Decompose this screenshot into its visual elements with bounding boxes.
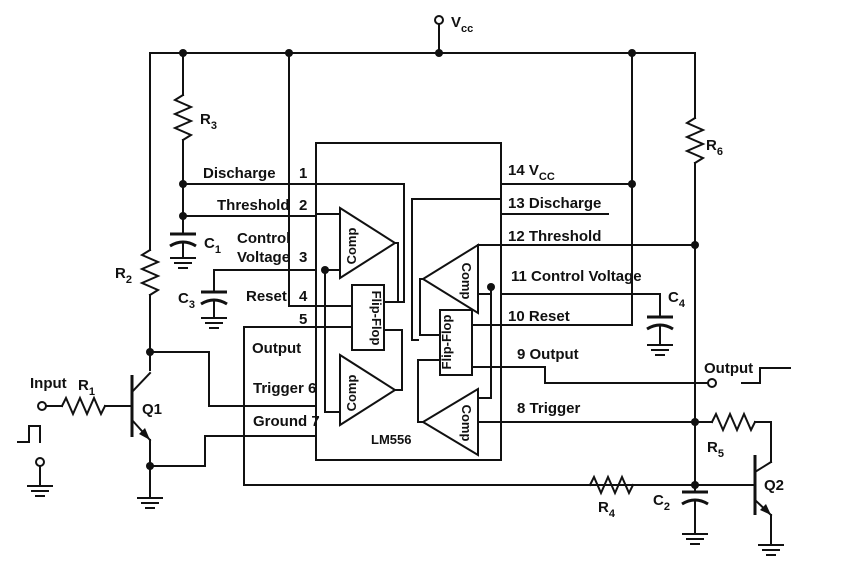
pin7-label: Ground 7	[253, 413, 320, 430]
input-label: Input	[30, 375, 67, 392]
flipflop-right	[439, 309, 473, 376]
transistor-q1	[130, 371, 152, 467]
pin3-name-line1: Control	[237, 230, 290, 247]
q1-label: Q1	[142, 401, 162, 418]
input-ground-terminal	[35, 457, 45, 467]
pin4-name: Reset	[246, 288, 287, 305]
resistor-r3	[172, 93, 194, 142]
r6-label: R6	[706, 137, 723, 158]
comparator-threshold-left	[339, 206, 397, 280]
lm556-ic: LM556 Comp Comp Flip-Flop Comp Comp	[315, 142, 502, 461]
resistor-r1	[60, 395, 107, 417]
pin5-number: 5	[299, 311, 307, 328]
resistor-r4	[588, 474, 635, 496]
svg-text:Comp: Comp	[344, 228, 359, 265]
r2-label: R2	[115, 265, 132, 286]
output-label: Output	[704, 360, 753, 377]
c1-label: C1	[204, 235, 221, 256]
c2-label: C2	[653, 492, 670, 513]
transistor-q2	[753, 455, 773, 546]
comparator-threshold-right	[421, 243, 479, 315]
svg-text:Comp: Comp	[459, 405, 474, 442]
pin5-name: Output	[252, 340, 301, 357]
timer-right: Comp Comp Flip-Flop	[411, 198, 502, 457]
capacitor-c2	[681, 490, 709, 545]
pin2-name: Threshold	[217, 197, 290, 214]
output-step-waveform	[741, 367, 791, 384]
pin1-number: 1	[299, 165, 307, 182]
c3-label: C3	[178, 290, 195, 311]
q2-label: Q2	[764, 477, 784, 494]
ground-q1	[137, 465, 163, 509]
pin6-label: Trigger 6	[253, 380, 316, 397]
resistor-r5	[710, 411, 757, 433]
capacitor-c1	[169, 232, 197, 269]
pin10-label: 10 Reset	[508, 308, 570, 325]
pin3-name-line2: Voltage	[237, 249, 290, 266]
pin3-number: 3	[299, 249, 307, 266]
pin11-label: 11 Control Voltage	[511, 268, 642, 285]
pin2-number: 2	[299, 197, 307, 214]
svg-text:Flip-Flop: Flip-Flop	[369, 291, 384, 346]
ground-q2	[758, 544, 784, 556]
svg-text:Flip-Flop: Flip-Flop	[439, 315, 454, 370]
capacitor-c4	[646, 315, 674, 356]
pin14-label: 14 VCC	[508, 162, 555, 183]
ic-body	[315, 142, 502, 461]
vcc-terminal	[434, 15, 444, 25]
pin9-label: 9 Output	[517, 346, 579, 363]
pin12-label: 12 Threshold	[508, 228, 601, 245]
ground-input	[27, 465, 53, 497]
input-pulse-waveform	[17, 425, 41, 443]
right-external-network: R6 C4 Output	[500, 52, 791, 556]
pin8-label: 8 Trigger	[517, 400, 581, 417]
c4-label: C4	[668, 289, 686, 310]
pin13-label: 13 Discharge	[508, 195, 601, 212]
svg-text:Comp: Comp	[344, 375, 359, 412]
timer-left: Comp Comp Flip-Flop	[315, 183, 405, 427]
resistor-r6	[684, 116, 706, 165]
r4-label: R4	[598, 499, 616, 520]
vcc-supply: Vcc	[149, 14, 696, 57]
pin4-number: 4	[299, 288, 308, 305]
ic-name: LM556	[371, 432, 411, 447]
comparator-trigger-left	[339, 353, 397, 427]
svg-text:Comp: Comp	[459, 263, 474, 300]
pins-left: Discharge 1 Threshold 2 Control Voltage …	[203, 165, 320, 430]
output-terminal	[707, 378, 717, 388]
r3-label: R3	[200, 111, 217, 132]
vcc-label: Vcc	[451, 14, 473, 35]
flipflop-left	[351, 284, 385, 351]
input-terminal	[37, 401, 47, 411]
left-external-network: R3 C1 C3 R2	[17, 52, 756, 509]
capacitor-c3	[200, 290, 228, 329]
pins-right: 14 VCC 13 Discharge 12 Threshold 11 Cont…	[508, 162, 642, 417]
resistor-r2	[139, 248, 161, 297]
r5-label: R5	[707, 439, 724, 460]
pin1-name: Discharge	[203, 165, 276, 182]
r1-label: R1	[78, 377, 95, 398]
